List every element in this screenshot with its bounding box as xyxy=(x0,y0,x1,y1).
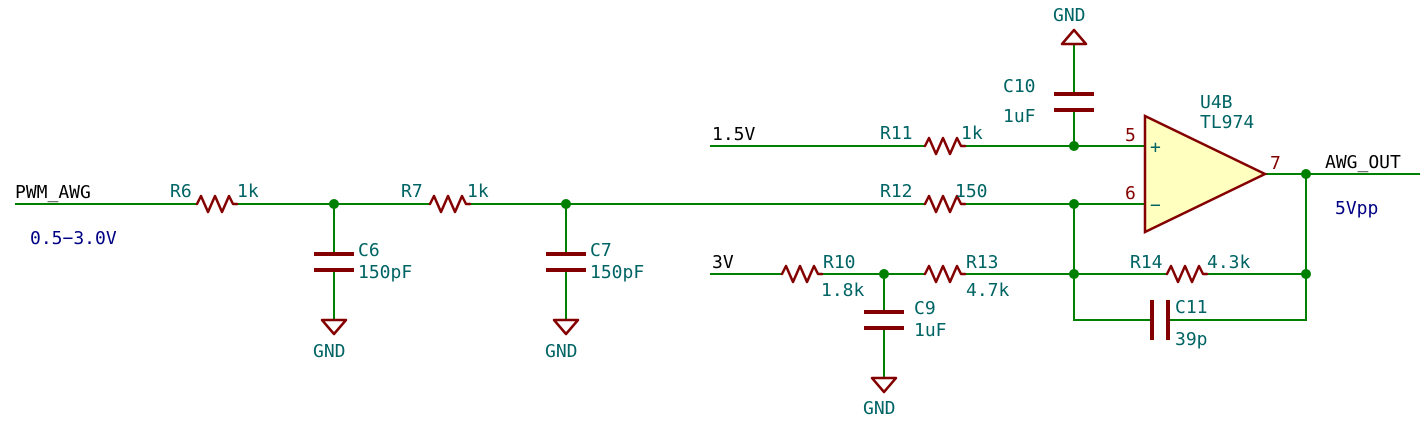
opamp-plus-sign: + xyxy=(1150,137,1161,158)
junction-out xyxy=(1301,169,1311,179)
r11-ref: R11 xyxy=(880,123,913,144)
capacitors xyxy=(314,92,1170,340)
pin-7-label: 7 xyxy=(1270,153,1281,174)
gnd-icon-c7 xyxy=(552,318,580,336)
r14-value: 4.3k xyxy=(1207,252,1251,273)
gnd-label-c9: GND xyxy=(863,398,896,419)
c7-value: 150pF xyxy=(590,262,644,283)
junction-c6 xyxy=(329,199,339,209)
resistor-r13 xyxy=(923,264,967,284)
net-label-awg-out: AWG_OUT xyxy=(1325,152,1401,173)
r10-ref: R10 xyxy=(823,252,856,273)
gnd-symbols xyxy=(320,28,1088,394)
c6-value: 150pF xyxy=(358,262,412,283)
c6-ref: C6 xyxy=(358,240,380,261)
junction-pin6 xyxy=(1069,199,1079,209)
resistor-r12 xyxy=(923,194,967,214)
opamp-u4b: + − 5 6 7 U4B TL974 xyxy=(1125,92,1281,234)
c9-value: 1uF xyxy=(914,320,947,341)
net-label-15v: 1.5V xyxy=(712,124,756,145)
c11-value: 39p xyxy=(1175,329,1208,350)
r11-value: 1k xyxy=(961,123,983,144)
capacitor-c10 xyxy=(1054,92,1094,112)
r12-value: 150 xyxy=(955,181,988,202)
resistor-r7 xyxy=(428,194,472,214)
wire-fb-left xyxy=(1073,204,1152,321)
resistor-r11 xyxy=(923,136,967,156)
net-label-3v: 3V xyxy=(712,252,734,273)
r7-value: 1k xyxy=(467,181,489,202)
gnd-label-c7: GND xyxy=(545,341,578,362)
u4b-ref: U4B xyxy=(1200,92,1233,113)
junctions xyxy=(329,141,1311,279)
c11-ref: C11 xyxy=(1175,297,1208,318)
wires xyxy=(15,44,1420,378)
u4b-value: TL974 xyxy=(1200,112,1254,133)
component-labels: R6 1k R7 1k R12 150 R11 1k R10 1.8k R13 … xyxy=(170,76,1251,350)
c7-ref: C7 xyxy=(590,240,612,261)
r13-ref: R13 xyxy=(966,252,999,273)
net-labels: PWM_AWG 1.5V 3V AWG_OUT xyxy=(15,124,1401,273)
capacitor-c9 xyxy=(864,310,904,330)
note-output-swing: 5Vpp xyxy=(1335,198,1378,219)
r13-value: 4.7k xyxy=(966,280,1010,301)
junction-r13-r14 xyxy=(1069,269,1079,279)
capacitor-c6 xyxy=(314,252,354,272)
c9-ref: C9 xyxy=(914,298,936,319)
junction-c7 xyxy=(561,199,571,209)
capacitor-c11 xyxy=(1150,300,1170,340)
gnd-label-c10: GND xyxy=(1053,5,1086,26)
resistors xyxy=(195,136,1209,284)
c10-value: 1uF xyxy=(1003,106,1036,127)
resistor-r10 xyxy=(780,264,824,284)
wire-fb-right xyxy=(1168,174,1307,321)
resistor-r6 xyxy=(195,194,239,214)
gnd-icon-c10 xyxy=(1060,28,1088,46)
resistor-r14 xyxy=(1165,264,1209,284)
note-input-range: 0.5−3.0V xyxy=(30,228,117,249)
gnd-label-c6: GND xyxy=(313,341,346,362)
notes: 0.5−3.0V 5Vpp xyxy=(30,198,1378,249)
pin-5-label: 5 xyxy=(1125,125,1136,146)
r6-value: 1k xyxy=(237,181,259,202)
gnd-icon-c6 xyxy=(320,318,348,336)
pin-6-label: 6 xyxy=(1125,183,1136,204)
r6-ref: R6 xyxy=(170,181,192,202)
junction-c9 xyxy=(879,269,889,279)
r14-ref: R14 xyxy=(1130,252,1163,273)
junction-r14-out xyxy=(1301,269,1311,279)
gnd-labels: GND GND GND GND xyxy=(313,5,1086,419)
r12-ref: R12 xyxy=(880,181,913,202)
gnd-icon-c9 xyxy=(870,376,898,394)
r7-ref: R7 xyxy=(401,181,423,202)
c10-ref: C10 xyxy=(1003,76,1036,97)
opamp-minus-sign: − xyxy=(1150,195,1161,216)
opamp-triangle xyxy=(1143,114,1268,234)
r10-value: 1.8k xyxy=(821,280,865,301)
junction-c10 xyxy=(1069,141,1079,151)
net-label-pwm-awg: PWM_AWG xyxy=(15,182,91,203)
capacitor-c7 xyxy=(546,252,586,272)
